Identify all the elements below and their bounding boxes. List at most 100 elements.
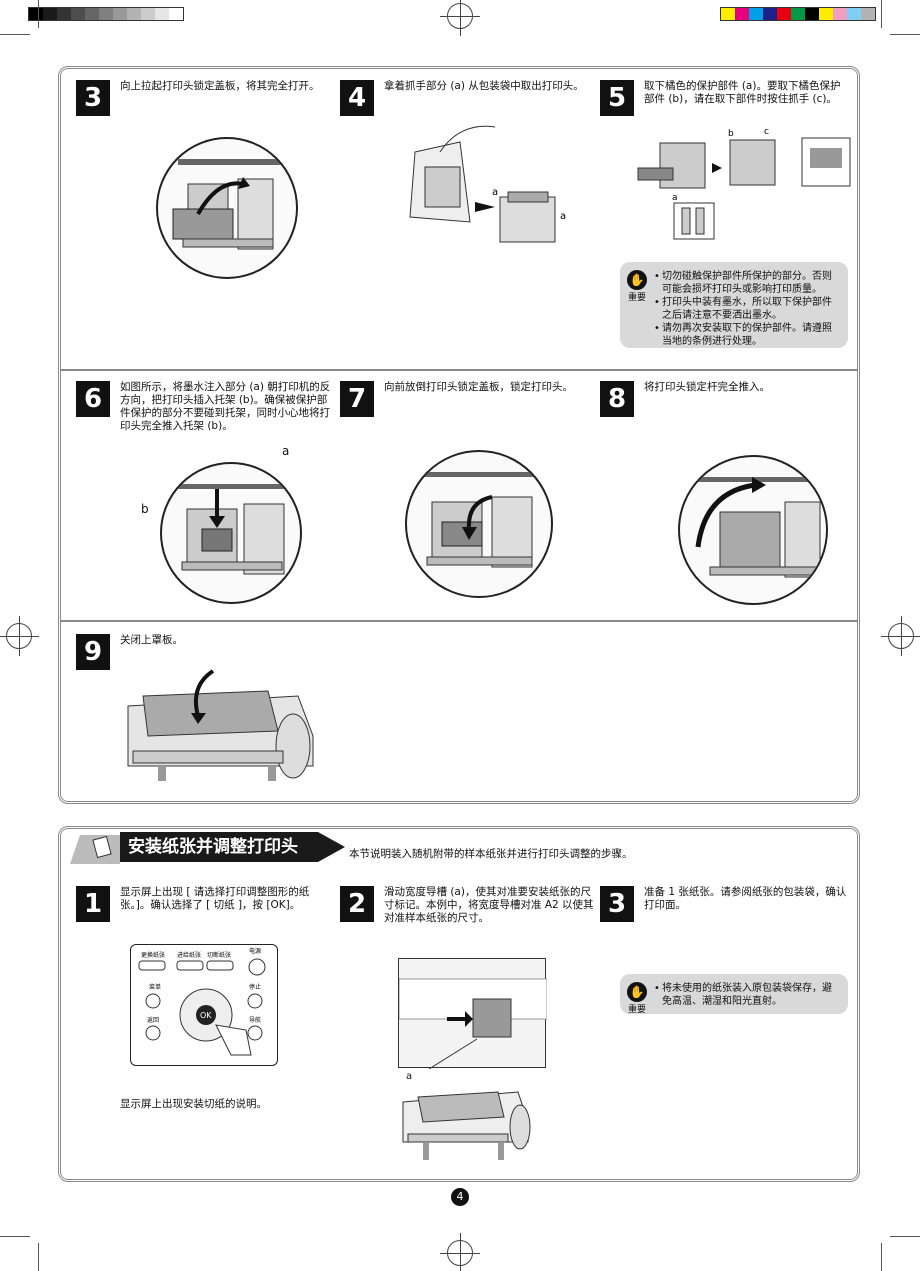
color-swatch (819, 8, 833, 20)
crop-mark (38, 0, 39, 28)
crop-mark (881, 1243, 882, 1271)
step-text: 准备 1 张纸张。请参阅纸张的包装袋，确认打印面。 (644, 886, 847, 911)
step-text: 将打印头锁定杆完全推入。 (644, 381, 770, 393)
step-number: 1 (76, 886, 110, 922)
step-number: 2 (340, 886, 374, 922)
important-note: ✋重要 切勿碰触保护部件所保护的部分。否则可能会损坏打印头或影响打印质量。 打印… (620, 262, 848, 348)
note-item: 请勿再次安装取下的保护部件。请遵照当地的条例进行处理。 (654, 322, 840, 348)
step-number: 5 (600, 80, 634, 116)
color-swatch (847, 8, 861, 20)
section-description: 本节说明装入随机附带的样本纸张并进行打印头调整的步骤。 (349, 848, 633, 860)
callout-a: a (560, 211, 566, 222)
step-number: 4 (340, 80, 374, 116)
color-bar (720, 7, 876, 21)
crop-mark (890, 34, 920, 35)
callout-b: b (141, 502, 149, 516)
color-swatch (127, 8, 141, 20)
color-swatch (85, 8, 99, 20)
button-label: 停止 (249, 983, 261, 991)
illustration-close-top-cover (118, 666, 318, 786)
step-result-text: 显示屏上出现安装切纸的说明。 (120, 1098, 267, 1110)
step-text: 拿着抓手部分 (a) 从包装袋中取出打印头。 (384, 80, 584, 92)
page-number: 4 (451, 1188, 469, 1206)
step-number: 3 (76, 80, 110, 116)
paper-icon (70, 830, 120, 864)
color-swatch (99, 8, 113, 20)
color-swatch (833, 8, 847, 20)
step-number: 6 (76, 381, 110, 417)
control-panel-illustration: 更换纸张 进给纸张 切断纸张 电源 菜单 停止 返回 导航 OK (130, 944, 278, 1066)
illustration-remove-protective-parts: a b c (632, 127, 852, 243)
illustration-insert-printhead (160, 462, 302, 604)
callout-a: a (406, 1071, 413, 1082)
illustration-close-lock-cover (405, 450, 553, 598)
row-divider (61, 369, 857, 371)
crop-mark (38, 1243, 39, 1271)
button-label: 更换纸张 (141, 951, 165, 959)
illustration-remove-printhead: a a (400, 122, 580, 252)
hand-stop-icon: ✋重要 (626, 270, 648, 305)
color-swatch (735, 8, 749, 20)
color-swatch (71, 8, 85, 20)
step-text: 向上拉起打印头锁定盖板，将其完全打开。 (120, 80, 320, 92)
button-label: 进给纸张 (177, 951, 201, 959)
color-swatch (43, 8, 57, 20)
callout-a: a (492, 187, 498, 198)
crop-mark (881, 0, 882, 28)
step-number: 3 (600, 886, 634, 922)
illustration-open-lock-cover (156, 137, 298, 279)
registration-mark (0, 616, 39, 656)
crop-mark (890, 1236, 920, 1237)
important-note: ✋重要 将未使用的纸张装入原包装袋保存，避免高温、潮湿和阳光直射。 (620, 974, 848, 1017)
color-swatch (169, 8, 183, 20)
registration-mark (881, 616, 920, 656)
color-swatch (749, 8, 763, 20)
note-item: 打印头中装有墨水，所以取下保护部件之后请注意不要洒出墨水。 (654, 296, 840, 322)
button-label: 电源 (249, 947, 261, 955)
button-label: 返回 (147, 1017, 159, 1024)
note-heading: 重要 (627, 293, 646, 303)
button-label: 菜单 (149, 983, 161, 991)
callout-a: a (672, 193, 678, 203)
section-title: 安装纸张并调整打印头 (120, 832, 345, 862)
color-swatch (57, 8, 71, 20)
step-text: 滑动宽度导槽 (a)，使其对准要安装纸张的尺寸标记。本例中，将宽度导槽对准 A2… (384, 886, 594, 924)
color-swatch (29, 8, 43, 20)
printer-illustration (398, 1082, 533, 1162)
step-text: 显示屏上出现 [ 请选择打印调整图形的纸张。]。确认选择了 [ 切纸 ]，按 [… (120, 886, 310, 911)
step-text: 关闭上罩板。 (120, 634, 183, 646)
callout-c: c (764, 128, 769, 137)
color-swatch (861, 8, 875, 20)
gray-color-bar (28, 7, 184, 21)
note-heading: 重要 (627, 1005, 646, 1015)
color-swatch (141, 8, 155, 20)
hand-stop-icon: ✋重要 (626, 982, 648, 1017)
color-swatch (763, 8, 777, 20)
color-swatch (721, 8, 735, 20)
ok-label: OK (200, 1011, 212, 1020)
color-swatch (777, 8, 791, 20)
step-text: 如图所示，将墨水注入部分 (a) 朝打印机的反方向，把打印头插入托架 (b)。确… (120, 381, 331, 432)
note-item: 切勿碰触保护部件所保护的部分。否则可能会损坏打印头或影响打印质量。 (654, 270, 840, 296)
step-number: 8 (600, 381, 634, 417)
callout-a: a (282, 444, 290, 458)
crop-mark (0, 34, 30, 35)
button-label: 导航 (249, 1016, 261, 1024)
note-item: 将未使用的纸张装入原包装袋保存，避免高温、潮湿和阳光直射。 (654, 982, 840, 1008)
registration-mark (440, 1233, 480, 1271)
button-label: 切断纸张 (207, 951, 231, 959)
color-swatch (155, 8, 169, 20)
callout-b: b (728, 129, 734, 139)
color-swatch (791, 8, 805, 20)
row-divider (61, 620, 857, 622)
illustration-push-lock-lever (678, 455, 828, 605)
color-swatch (113, 8, 127, 20)
step-number: 9 (76, 634, 110, 670)
illustration-width-guide (398, 958, 548, 1070)
crop-mark (0, 1236, 30, 1237)
color-swatch (805, 8, 819, 20)
step-text: 取下橘色的保护部件 (a)。要取下橘色保护部件 (b)，请在取下部件时按住抓手 … (644, 80, 841, 105)
step-number: 7 (340, 381, 374, 417)
registration-mark (440, 0, 480, 36)
step-text: 向前放倒打印头锁定盖板，锁定打印头。 (384, 381, 573, 393)
